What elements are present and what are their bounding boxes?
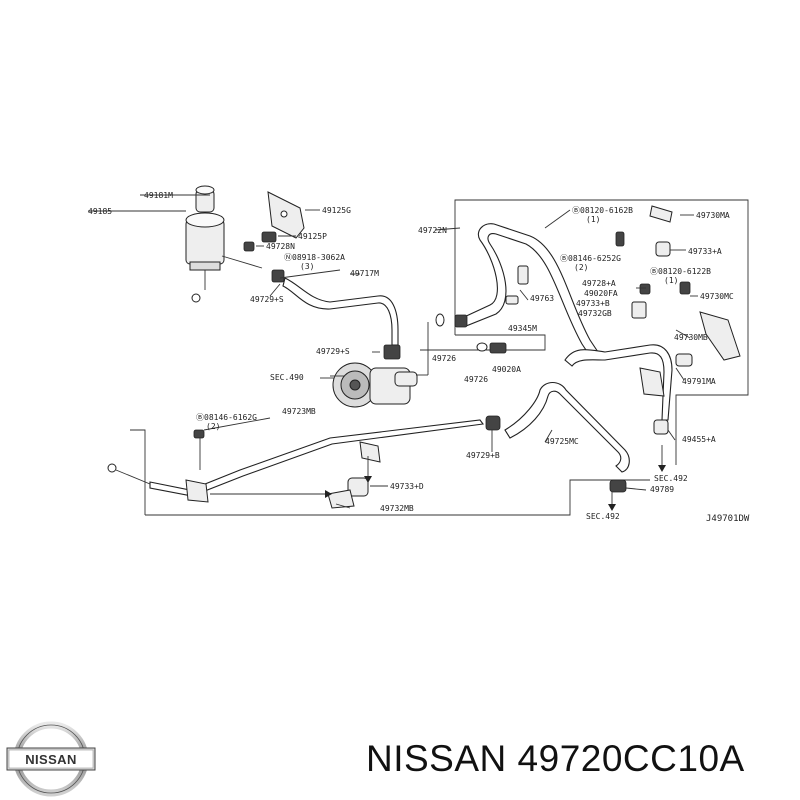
part-number-caption: NISSAN 49720CC10A bbox=[366, 738, 745, 779]
hose-49722N bbox=[454, 223, 599, 357]
label-49732GB: 49732GB bbox=[578, 309, 612, 318]
label-49020A: 49020A bbox=[492, 365, 521, 374]
label-08120-6122B: Ⓑ08120-6122B bbox=[650, 267, 711, 276]
label-49717M: 49717M bbox=[350, 269, 379, 278]
label-49728A: 49728+A bbox=[582, 279, 616, 288]
label-49728N: 49728N bbox=[266, 242, 295, 251]
label-49789: 49789 bbox=[650, 485, 674, 494]
hose-49717M bbox=[271, 269, 399, 346]
label-sec-492-a: SEC.492 bbox=[654, 474, 688, 483]
power-steering-pump bbox=[330, 344, 418, 408]
label-49181M: 49181M bbox=[144, 191, 173, 200]
label-49125G: 49125G bbox=[322, 206, 351, 215]
label-49730MC: 49730MC bbox=[700, 292, 734, 301]
label-49733D: 49733+D bbox=[390, 482, 424, 491]
label-08120-6162B: Ⓑ08120-6162B bbox=[572, 206, 633, 215]
tube-assembly-right bbox=[564, 205, 741, 435]
label-08146-6252G-qty: (2) bbox=[574, 263, 588, 272]
leader-lines bbox=[88, 194, 698, 509]
label-49732MB: 49732MB bbox=[380, 504, 414, 513]
label-49726-b: 49726 bbox=[464, 375, 488, 384]
label-49730MB: 49730MB bbox=[674, 333, 708, 342]
logo-wordmark: NISSAN bbox=[25, 752, 77, 767]
label-49733B: 49733+B bbox=[576, 299, 610, 308]
label-49725MC: 49725MC bbox=[545, 437, 579, 446]
label-49185: 49185 bbox=[88, 207, 112, 216]
label-08120-6162B-qty: (1) bbox=[586, 215, 600, 224]
label-49763: 49763 bbox=[530, 294, 554, 303]
label-08918-qty: (3) bbox=[300, 262, 314, 271]
label-08146-6162G: Ⓑ08146-6162G bbox=[196, 413, 257, 422]
label-49726-a: 49726 bbox=[432, 354, 456, 363]
label-08918-3062A: Ⓝ08918-3062A bbox=[284, 253, 345, 262]
label-49791MA: 49791MA bbox=[682, 377, 716, 386]
nissan-logo: NISSAN bbox=[6, 721, 96, 797]
label-08120-6122B-qty: (1) bbox=[664, 276, 678, 285]
label-49730MA: 49730MA bbox=[696, 211, 730, 220]
label-08146-6252G: Ⓑ08146-6252G bbox=[560, 254, 621, 263]
label-49723MB: 49723MB bbox=[282, 407, 316, 416]
clamps-49726 bbox=[416, 313, 507, 376]
hose-49725MC bbox=[504, 381, 630, 493]
label-49729S-lower: 49729+S bbox=[316, 347, 350, 356]
label-49729B: 49729+B bbox=[466, 451, 500, 460]
label-08146-6162G-qty: (2) bbox=[206, 422, 220, 431]
label-49455A: 49455+A bbox=[682, 435, 716, 444]
label-49722N: 49722N bbox=[418, 226, 447, 235]
clamp-49733D bbox=[210, 456, 372, 509]
label-49733A: 49733+A bbox=[688, 247, 722, 256]
label-sec-490: SEC.490 bbox=[270, 373, 304, 382]
drawing-reference-code: J49701DW bbox=[706, 514, 750, 524]
label-49345M: 49345M bbox=[508, 324, 537, 333]
label-49020FA: 49020FA bbox=[584, 289, 618, 298]
reservoir-tank bbox=[185, 185, 263, 303]
bracket-49125G bbox=[243, 191, 305, 252]
tube-49723MB bbox=[149, 415, 501, 503]
part-labels: 49181M 49185 49125G 49125P 49728N Ⓝ08918… bbox=[88, 191, 750, 524]
section-arrows bbox=[107, 445, 666, 511]
label-49125P: 49125P bbox=[298, 232, 327, 241]
label-49729S-upper: 49729+S bbox=[250, 295, 284, 304]
label-sec-492-b: SEC.492 bbox=[586, 512, 620, 521]
